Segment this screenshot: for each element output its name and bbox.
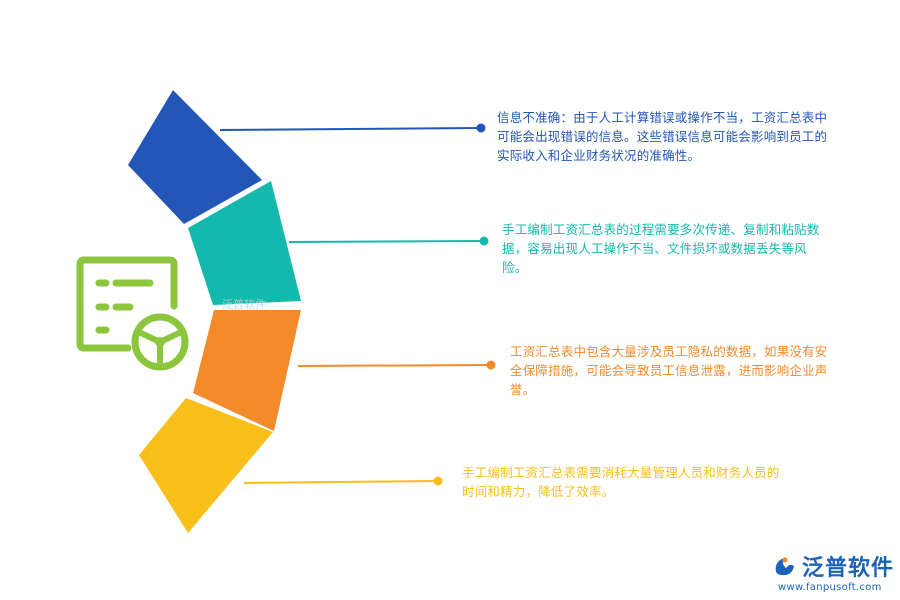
connector-line-3 (297, 364, 490, 367)
item-text-3: 工资汇总表中包含大量涉及员工隐私的数据，如果没有安全保障措施，可能会导致员工信息… (510, 344, 828, 397)
item-text-1: 信息不准确：由于人工计算错误或操作不当，工资汇总表中可能会出现错误的信息。这些错… (497, 110, 828, 163)
segment-1 (128, 90, 262, 224)
connector-dot-2 (479, 236, 489, 246)
segment-4 (139, 398, 273, 533)
watermark-text: 泛普软件 (222, 298, 266, 311)
document-steering-wheel-icon (76, 256, 189, 371)
brand-logo: 泛普软件 www.fanpusoft.com (772, 550, 894, 593)
connector-dot-4 (433, 476, 443, 486)
item-text-2: 手工编制工资汇总表的过程需要多次传递、复制和粘贴数据，容易出现人工操作不当、文件… (502, 222, 820, 275)
connector-dot-3 (486, 360, 496, 370)
connector-line-2 (288, 240, 483, 243)
connector-line-4 (243, 480, 436, 484)
brand-url: www.fanpusoft.com (778, 582, 882, 593)
connector-dot-1 (476, 123, 486, 133)
brand-mark-icon (775, 557, 794, 576)
brand-name: 泛普软件 (802, 556, 895, 581)
segment-3 (193, 310, 301, 431)
connector-line-1 (219, 127, 481, 131)
item-text-4: 手工编制工资汇总表需要消耗大量管理人员和财务人员的时间和精力，降低了效率。 (462, 465, 780, 499)
segment-2 (188, 181, 301, 305)
